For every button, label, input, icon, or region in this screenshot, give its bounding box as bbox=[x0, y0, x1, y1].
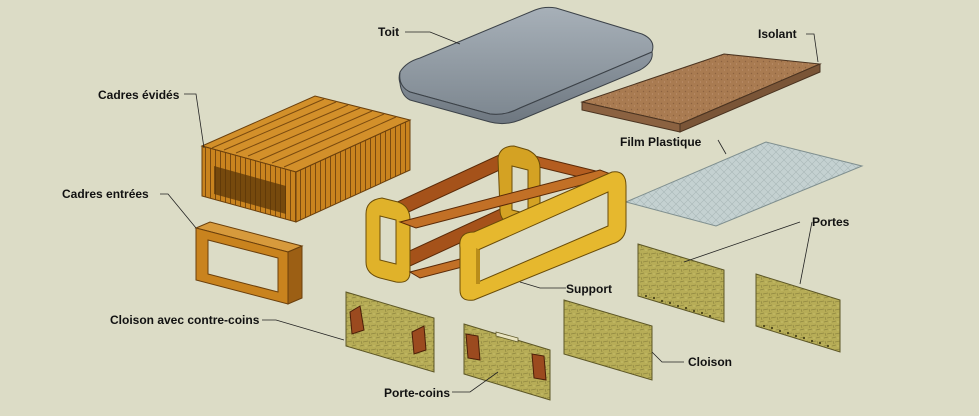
label-isolant: Isolant bbox=[758, 27, 797, 41]
leader-isolant bbox=[806, 33, 819, 63]
partition-with-wedges-part bbox=[345, 291, 435, 373]
plastic-film-part bbox=[624, 141, 864, 227]
leader-cadres-entrees bbox=[160, 193, 197, 229]
door-part-right bbox=[755, 273, 841, 353]
leader-lines bbox=[160, 31, 819, 393]
label-portes: Portes bbox=[812, 215, 850, 229]
insulation-part bbox=[580, 53, 822, 133]
leader-toit bbox=[405, 31, 461, 45]
leader-porte-coins bbox=[452, 371, 499, 393]
leader-cloison bbox=[651, 351, 684, 363]
leader-support bbox=[519, 281, 566, 289]
support-part bbox=[365, 145, 627, 301]
label-support: Support bbox=[566, 282, 612, 296]
leader-portes-right bbox=[799, 221, 813, 285]
label-cadres-evides: Cadres évidés bbox=[98, 88, 180, 102]
entry-frame-part bbox=[194, 221, 304, 305]
label-cloison: Cloison bbox=[688, 355, 732, 369]
partition-part bbox=[563, 299, 653, 381]
leader-cloison-contre-coins bbox=[262, 319, 345, 341]
label-cadres-entrees: Cadres entrées bbox=[62, 187, 149, 201]
label-toit: Toit bbox=[378, 25, 400, 39]
leader-portes-left bbox=[683, 221, 801, 263]
hollow-frames-part bbox=[200, 95, 412, 223]
label-film-plastique: Film Plastique bbox=[620, 135, 702, 149]
door-part-left bbox=[637, 243, 725, 323]
roof-part bbox=[398, 6, 654, 125]
leader-cadres-evides bbox=[184, 93, 205, 149]
leader-film-plastique bbox=[717, 139, 727, 155]
wedge-holder-part bbox=[463, 323, 551, 401]
label-cloison-contre-coins: Cloison avec contre-coins bbox=[110, 313, 260, 327]
label-porte-coins: Porte-coins bbox=[384, 386, 451, 400]
